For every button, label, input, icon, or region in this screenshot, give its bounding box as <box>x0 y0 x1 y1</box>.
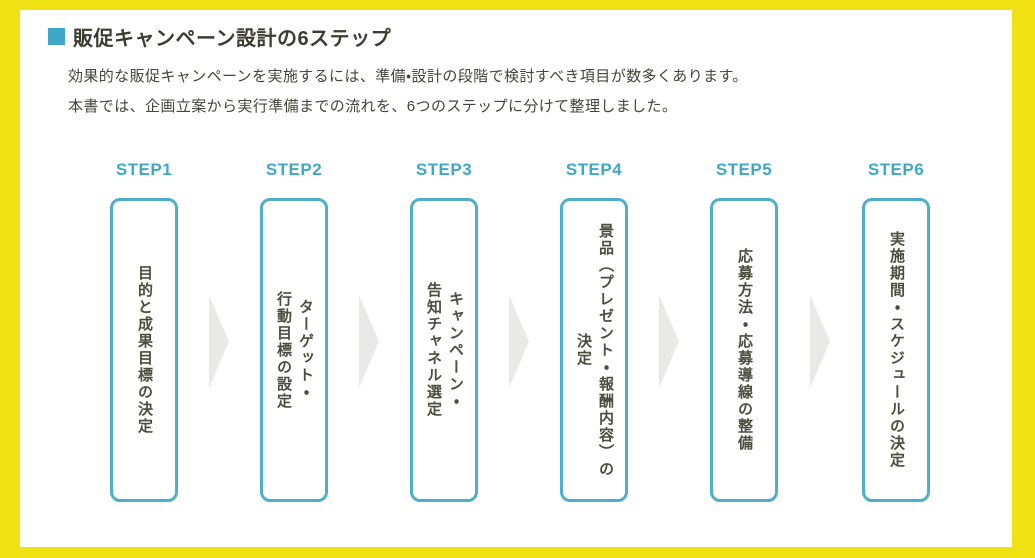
step-text-line: 応募方法・応募導線の整備 <box>736 248 753 452</box>
step-group-5: STEP5 応募方法・応募導線の整備 <box>710 160 778 502</box>
step-box: 実施期間・スケジュールの決定 <box>862 198 930 502</box>
step-text-line: 目的と成果目標の決定 <box>136 265 153 435</box>
page-title: 販促キャンペーン設計の6ステップ <box>73 28 392 50</box>
step-box: ターゲット・ 行動目標の設定 <box>260 198 328 502</box>
step-label: STEP6 <box>867 160 925 179</box>
step-label: STEP3 <box>415 160 473 179</box>
step-text: 応募方法・応募導線の整備 <box>733 201 755 499</box>
step-text: キャンペーン・ 告知チャネル選定 <box>422 201 466 499</box>
content-area <box>20 10 1012 547</box>
description-line-2: 本書では、企画立案から実行準備までの流れを、6つのステップに分けて整理しました。 <box>68 98 678 115</box>
step-group-6: STEP6 実施期間・スケジュールの決定 <box>862 160 930 502</box>
step-text-line: ターゲット・ <box>297 299 314 401</box>
step-label: STEP2 <box>265 160 323 179</box>
step-group-2: STEP2 ターゲット・ 行動目標の設定 <box>260 160 328 502</box>
step-box: 応募方法・応募導線の整備 <box>710 198 778 502</box>
step-text-line: 決定 <box>575 333 592 367</box>
square-bullet-icon <box>48 28 65 45</box>
step-box: 目的と成果目標の決定 <box>110 198 178 502</box>
step-box: キャンペーン・ 告知チャネル選定 <box>410 198 478 502</box>
step-label: STEP5 <box>715 160 773 179</box>
step-text-line: 行動目標の設定 <box>275 290 292 410</box>
step-text: 景品（プレゼント・報酬内容）の 決定 <box>572 201 616 499</box>
step-text-line: 告知チャネル選定 <box>425 282 442 418</box>
step-group-3: STEP3 キャンペーン・ 告知チャネル選定 <box>410 160 478 502</box>
step-text-line: 実施期間・スケジュールの決定 <box>888 231 905 469</box>
step-text: 実施期間・スケジュールの決定 <box>885 201 907 499</box>
step-group-1: STEP1 目的と成果目標の決定 <box>110 160 178 502</box>
title-row: 販促キャンペーン設計の6ステップ <box>48 22 391 51</box>
step-group-4: STEP4 景品（プレゼント・報酬内容）の 決定 <box>560 160 628 502</box>
step-text-line: 景品（プレゼント・報酬内容）の <box>597 222 614 478</box>
step-label: STEP1 <box>115 160 173 179</box>
step-box: 景品（プレゼント・報酬内容）の 決定 <box>560 198 628 502</box>
step-text: 目的と成果目標の決定 <box>133 201 155 499</box>
step-label: STEP4 <box>565 160 623 179</box>
description-line-1: 効果的な販促キャンペーンを実施するには、準備・設計の段階で検討すべき項目が数多く… <box>68 68 748 85</box>
description: 効果的な販促キャンペーンを実施するには、準備・設計の段階で検討すべき項目が数多く… <box>68 62 748 122</box>
step-text: ターゲット・ 行動目標の設定 <box>272 201 316 499</box>
step-text-line: キャンペーン・ <box>447 290 464 410</box>
